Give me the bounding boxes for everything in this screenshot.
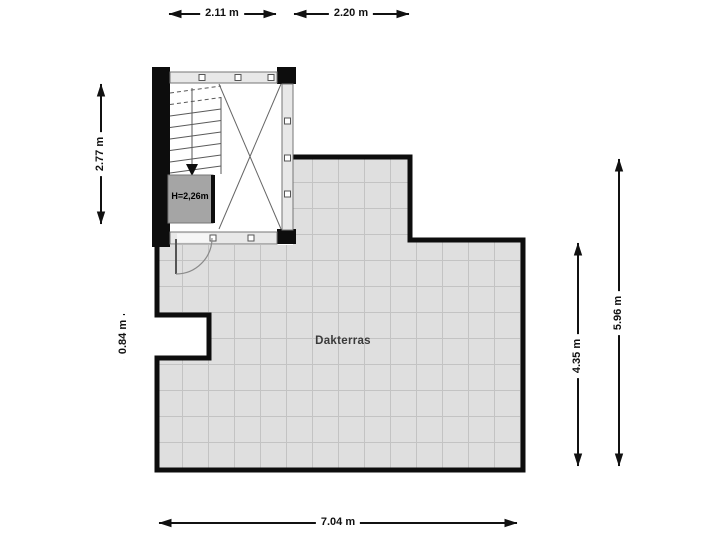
window-mullion xyxy=(284,117,291,125)
window-mullion xyxy=(234,74,242,81)
dimension-label-left-notch: 0.84 m xyxy=(116,314,132,360)
dimension-label-right-lower: 4.35 m xyxy=(570,333,586,379)
door-swing-arc xyxy=(175,237,213,275)
stair-step-line xyxy=(169,154,222,163)
window-mullion xyxy=(284,190,291,198)
stairwell-column-top-right xyxy=(277,67,296,84)
stairwell-column-bottom-right xyxy=(277,229,296,244)
stair-step-line xyxy=(169,108,222,117)
dimension-label-right-full: 5.96 m xyxy=(611,290,627,336)
stair-headroom-label: H=2,26m xyxy=(171,191,209,201)
stair-step-line xyxy=(169,85,222,94)
window-mullion xyxy=(284,154,291,162)
stair-headroom-block-edge xyxy=(211,175,215,223)
dimension-label-top-left: 2.11 m xyxy=(200,6,244,22)
stair-step-line xyxy=(169,131,222,140)
stair-step-line xyxy=(169,143,222,151)
window-mullion xyxy=(247,234,255,242)
stair-direction-arrow xyxy=(186,164,198,176)
stair-step-line xyxy=(169,165,222,174)
stair-step-line xyxy=(169,97,222,105)
terrace-floor xyxy=(157,157,523,470)
stairwell-right-window xyxy=(281,83,294,231)
room-label-dakterras: Dakterras xyxy=(315,335,371,347)
void-cross xyxy=(218,83,282,230)
terrace-exterior-wall xyxy=(154,154,526,473)
stairwell-bottom-window xyxy=(169,231,278,245)
stair-step-line xyxy=(169,120,222,128)
stairs xyxy=(169,85,222,176)
stair-headroom-block xyxy=(167,174,215,224)
dimension-label-top-right: 2.20 m xyxy=(328,6,374,22)
stairwell-top-window xyxy=(169,71,278,84)
dimension-label-bottom: 7.04 m xyxy=(315,515,361,531)
window-mullion xyxy=(267,74,275,81)
window-mullion xyxy=(198,74,206,81)
door-opening xyxy=(177,233,211,243)
window-mullion xyxy=(209,234,217,242)
terrace-door xyxy=(175,237,213,275)
dimension-label-left-stairwell: 2.77 m xyxy=(93,131,109,177)
stairwell-left-wall xyxy=(152,67,170,247)
